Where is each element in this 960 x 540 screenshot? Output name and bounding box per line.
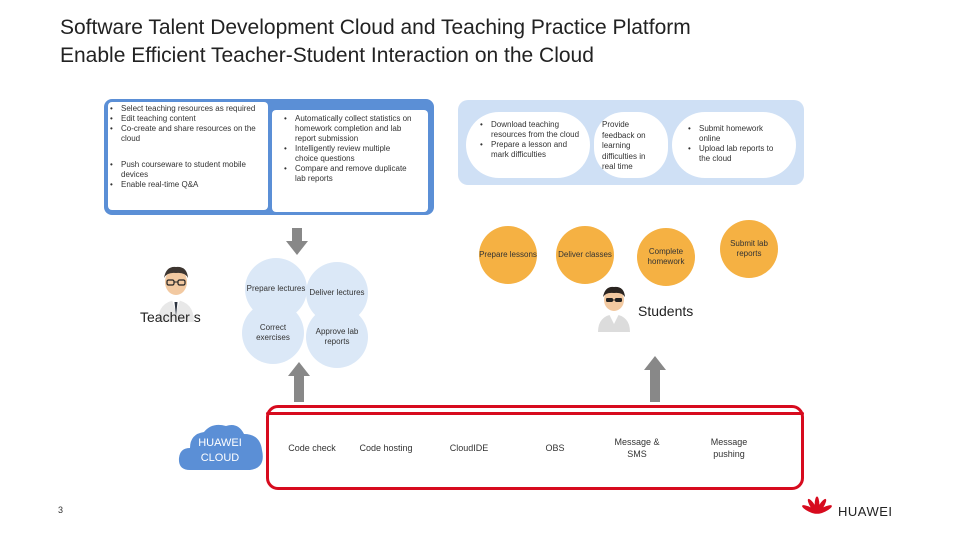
huawei-logo-icon (802, 496, 832, 514)
teachers-label: Teacher s (140, 309, 201, 325)
service-cloudide: CloudIDE (436, 415, 502, 481)
service-code-check: Code check (279, 415, 345, 481)
teacher-avatar-icon (158, 266, 194, 322)
student-avatar-icon (598, 286, 630, 332)
action-label: Approve lab reports (315, 327, 359, 346)
action-label: Deliver lectures (309, 288, 365, 297)
teacher-card2-item: Push courseware to student mobile device… (108, 160, 268, 180)
student-card-download: Download teaching resources from the clo… (466, 112, 590, 178)
teacher-card2-item: Enable real-time Q&A (108, 180, 268, 190)
student-card3-item: Upload lab reports to the cloud (686, 144, 786, 164)
title-line-2: Enable Efficient Teacher-Student Interac… (60, 44, 594, 67)
action-label: Prepare lectures (246, 284, 306, 293)
brand-name: HUAWEI (838, 504, 893, 519)
action-approve-lab-reports: Approve lab reports (306, 306, 368, 368)
service-label: Code check (288, 443, 336, 453)
down-arrow-icon (286, 228, 308, 255)
teacher-card3-item: Intelligently review multiple choice que… (282, 144, 414, 164)
step-label: Prepare lessons (479, 250, 537, 259)
up-arrow-icon (644, 356, 666, 402)
teacher-card3-item: Compare and remove duplicate lab reports (282, 164, 414, 184)
service-label: CloudIDE (449, 443, 489, 453)
cloud-header-mark: o (310, 408, 314, 414)
step-label: Complete homework (647, 247, 685, 266)
student-card-submit: Submit homework online Upload lab report… (672, 112, 796, 178)
step-label: Deliver classes (558, 250, 612, 259)
student-card3-item: Submit homework online (686, 124, 786, 144)
up-arrow-icon (288, 362, 310, 402)
page-number: 3 (58, 505, 64, 515)
student-card2-text: Provide feedback on learning difficultie… (602, 120, 646, 171)
student-card1-item: Download teaching resources from the clo… (478, 120, 580, 140)
students-label: Students (638, 303, 694, 319)
teacher-card1-item: Co-create and share resources on the clo… (108, 124, 268, 144)
slide-title: Software Talent Development Cloud and Te… (60, 14, 920, 70)
service-label: Message pushing (710, 437, 748, 459)
step-label: Submit lab reports (730, 239, 768, 258)
step-prepare-lessons: Prepare lessons (479, 226, 537, 284)
service-label: OBS (545, 443, 565, 453)
service-label: Code hosting (359, 443, 413, 453)
student-card1-item: Prepare a lesson and mark difficulties (478, 140, 580, 160)
teacher-card-statistics: Automatically collect statistics on home… (272, 110, 428, 212)
service-message-pushing: Message pushing (696, 415, 762, 481)
service-code-hosting: Code hosting (353, 415, 419, 481)
service-obs: OBS (522, 415, 588, 481)
service-message-sms: Message & SMS (604, 415, 670, 481)
cloud-services-header (266, 412, 804, 415)
action-correct-exercises: Correct exercises (242, 302, 304, 364)
student-card-feedback: Provide feedback on learning difficultie… (594, 112, 668, 178)
huawei-cloud-label: HUAWEI CLOUD (198, 437, 242, 464)
step-deliver-classes: Deliver classes (556, 226, 614, 284)
step-complete-homework: Complete homework (637, 228, 695, 286)
teacher-card-resources: Select teaching resources as required Ed… (108, 102, 268, 210)
huawei-cloud-icon (178, 424, 263, 470)
teacher-card1-item: Select teaching resources as required (108, 104, 268, 114)
title-line-1: Software Talent Development Cloud and Te… (60, 16, 691, 39)
service-label: Message & SMS (614, 437, 660, 459)
step-submit-lab-reports: Submit lab reports (720, 220, 778, 278)
teacher-card3-item: Automatically collect statistics on home… (282, 114, 414, 144)
action-label: Correct exercises (256, 323, 290, 342)
teacher-card1-item: Edit teaching content (108, 114, 268, 124)
